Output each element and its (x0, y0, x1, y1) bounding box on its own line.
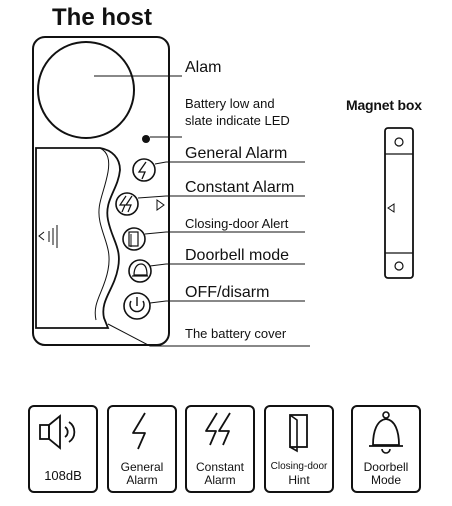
bell-icon (369, 411, 403, 454)
magnet-box (384, 127, 414, 279)
label-led-line1: Battery low and (185, 96, 275, 111)
speaker-icon (39, 414, 76, 450)
label-doorbell-mode: Doorbell mode (185, 247, 290, 264)
double-lightning-icon (205, 412, 231, 446)
doorbell-mode-button (128, 259, 152, 283)
feature-label-closing-line1: Closing-door (270, 461, 328, 472)
label-battery-cover: The battery cover (185, 326, 287, 341)
feature-label-constant-line1: Constant (195, 460, 245, 474)
feature-label-doorbell-line1: Doorbell (363, 460, 409, 474)
feature-label-closing-line2: Hint (288, 473, 310, 487)
feature-label-doorbell-line2: Mode (370, 473, 402, 487)
magnet-box-title: Magnet box (346, 97, 422, 113)
cover-latch-icon (38, 225, 58, 248)
feature-label-constant-line2: Alarm (204, 473, 236, 487)
door-icon (289, 414, 308, 453)
label-off-disarm: OFF/disarm (185, 284, 270, 301)
siren-speaker (37, 41, 135, 139)
feature-box-doorbell: Doorbell Mode (351, 405, 421, 493)
feature-label-volume: 108dB (44, 468, 82, 483)
label-closing-door-alert: Closing-door Alert (185, 216, 289, 231)
feature-label-general-line1: General (120, 460, 164, 474)
leader-lines (94, 75, 310, 347)
constant-alarm-button (115, 192, 139, 216)
power-off-button (123, 292, 151, 320)
closing-door-button (122, 227, 146, 251)
battery-cover-outline (35, 147, 121, 329)
status-led (142, 135, 150, 143)
label-general-alarm: General Alarm (185, 145, 288, 162)
label-constant-alarm: Constant Alarm (185, 179, 295, 196)
lightning-icon (132, 412, 146, 450)
feature-box-closing-door: Closing-door Hint (264, 405, 334, 493)
feature-box-constant-alarm: Constant Alarm (185, 405, 255, 493)
feature-box-volume: 108dB (28, 405, 98, 493)
host-title: The host (52, 4, 152, 31)
feature-box-general-alarm: General Alarm (107, 405, 177, 493)
feature-label-general-line2: Alarm (126, 473, 158, 487)
label-alam: Alam (185, 59, 222, 76)
general-alarm-button (132, 158, 156, 182)
label-led-line2: slate indicate LED (185, 113, 290, 128)
